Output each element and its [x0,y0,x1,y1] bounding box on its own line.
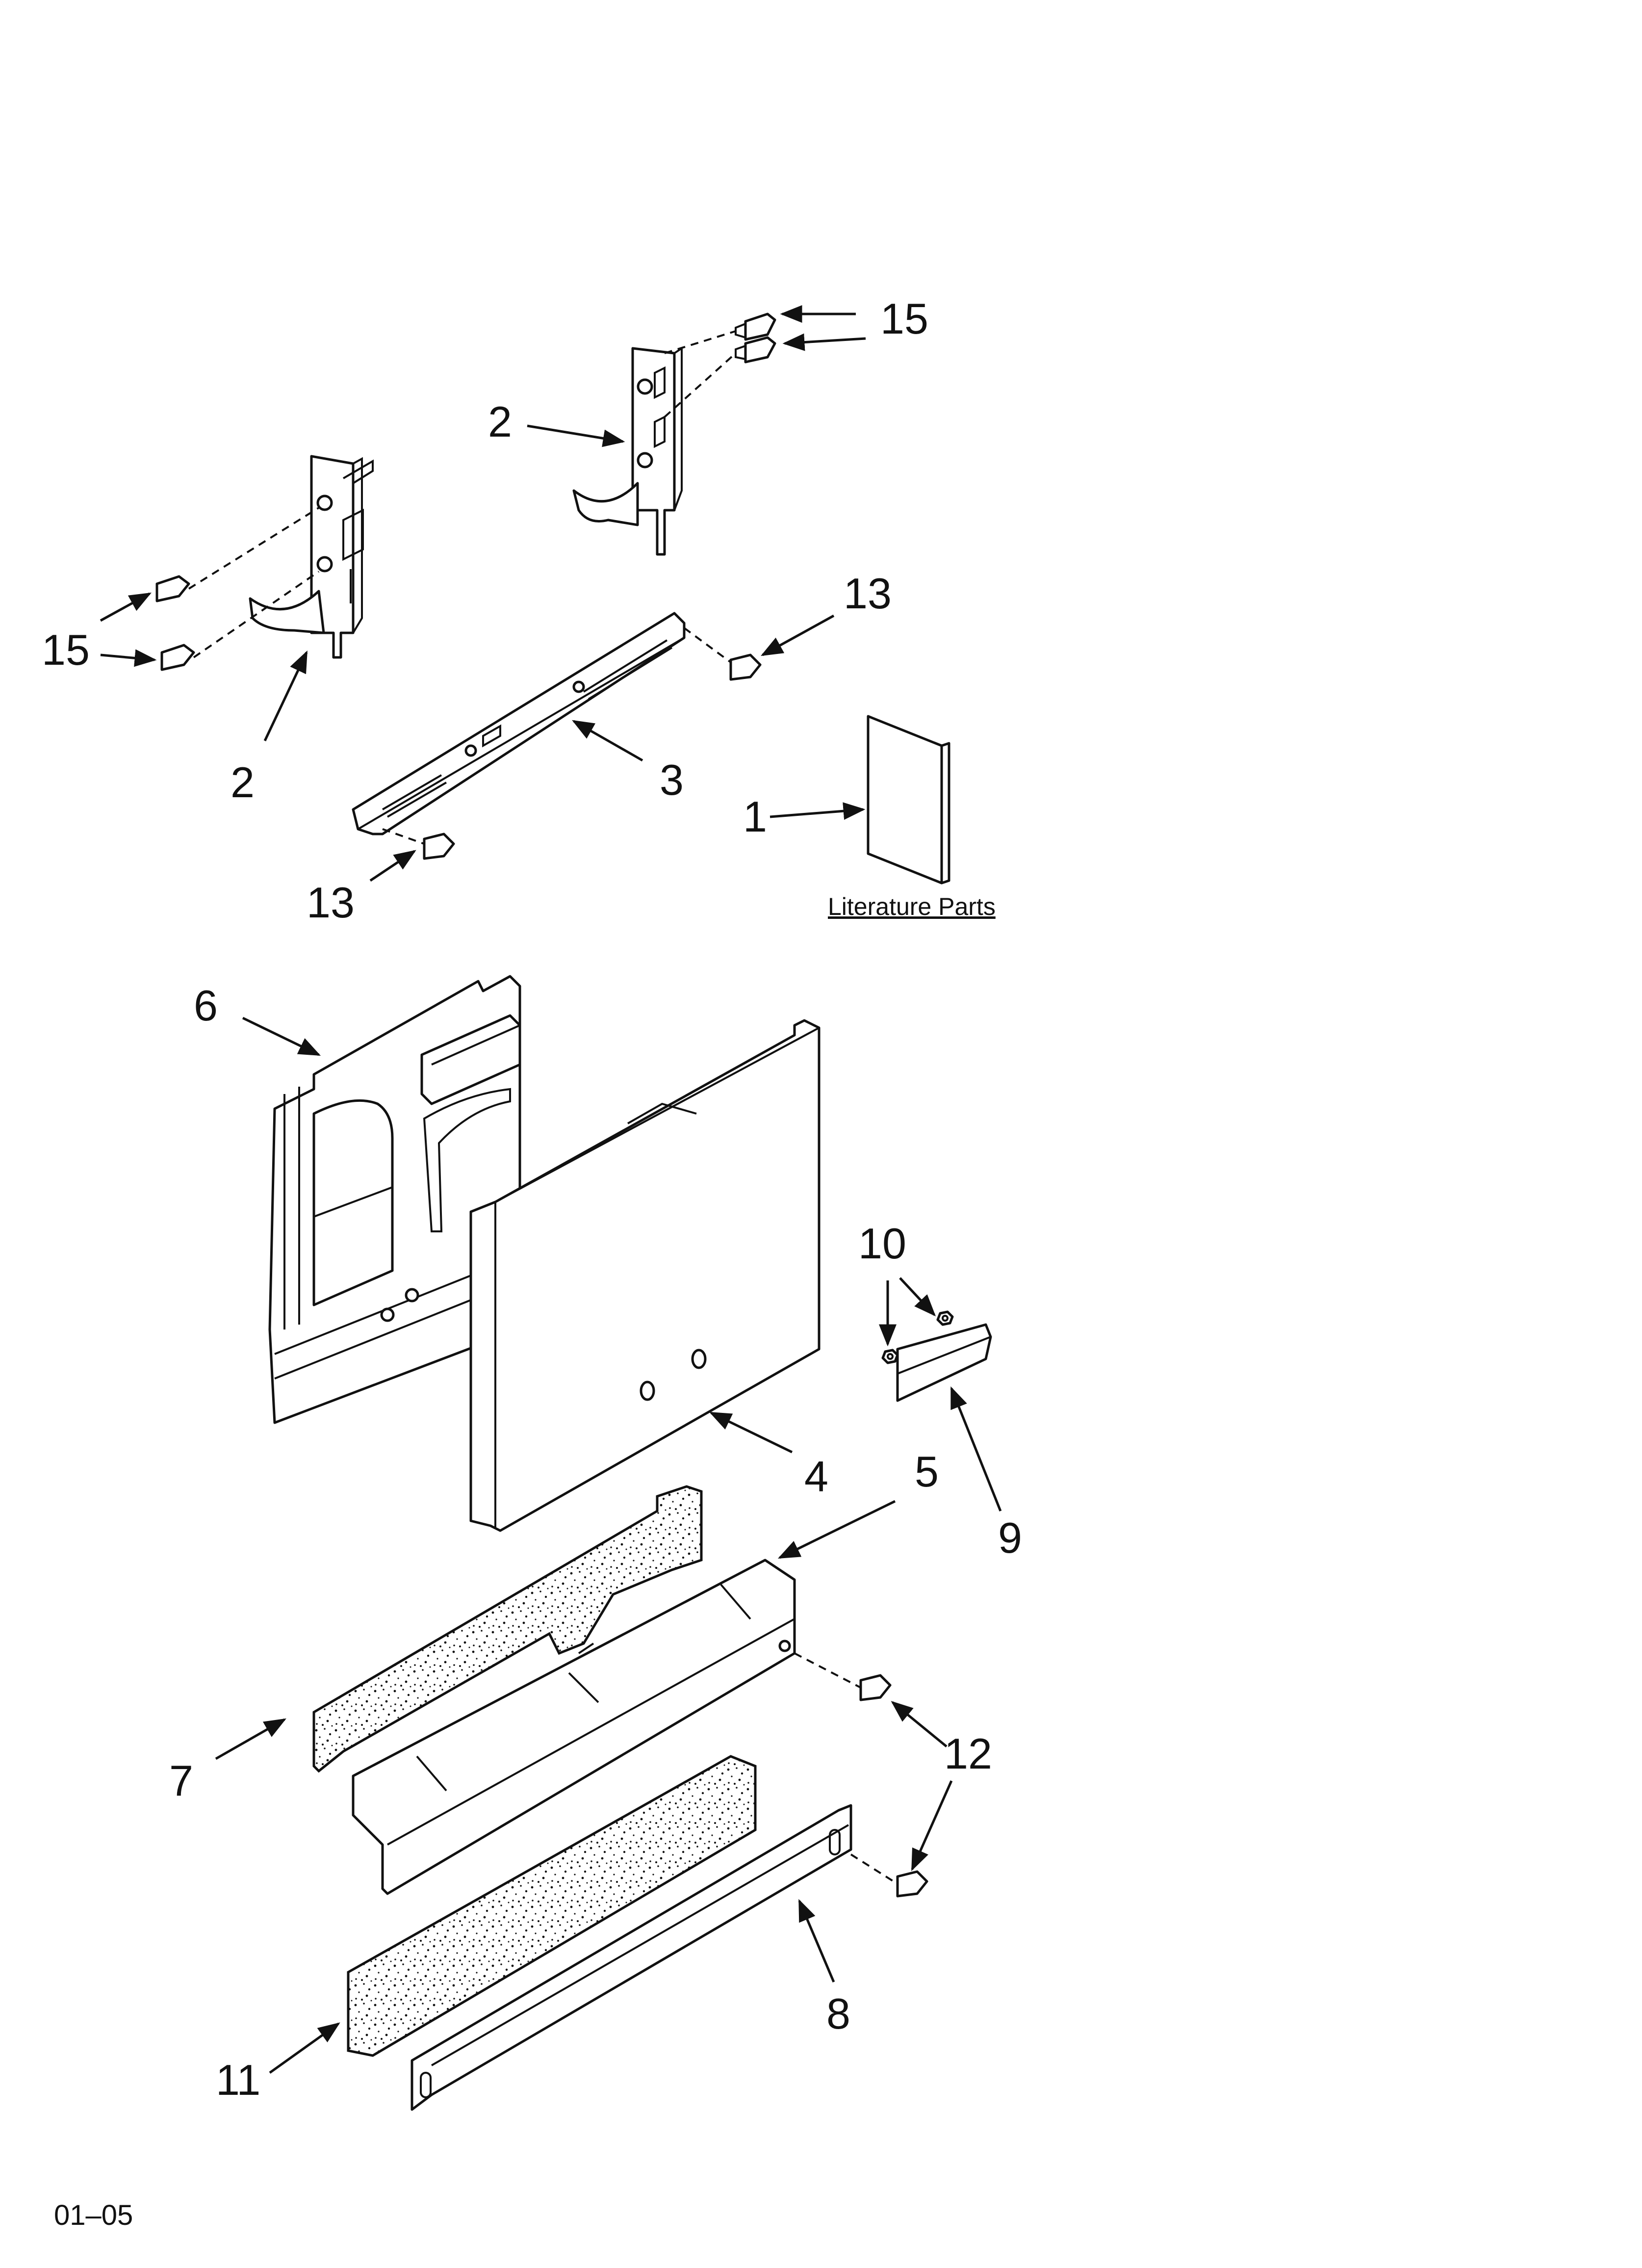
screw-12-lower [850,1853,928,1898]
footer-code: 01–05 [54,2199,133,2231]
door-hinge-bracket-left [249,455,374,659]
screw-group-15-right [664,313,776,418]
screw-13-right [683,627,762,681]
callout-3: 3 [660,756,684,804]
callout-4: 4 [804,1452,828,1501]
callout-13-left: 13 [307,878,355,927]
door-handle-9 [896,1323,992,1402]
callout-1: 1 [743,792,767,841]
callout-9: 9 [998,1513,1022,1562]
literature-booklet-1 [867,715,950,885]
literature-parts-label: Literature Parts [828,893,996,920]
insulation-strip-7 [312,1485,703,1773]
callout-8: 8 [826,1989,850,2038]
screw-13-left [382,828,455,860]
callout-15-left: 15 [42,626,90,674]
callout-5: 5 [915,1447,939,1496]
callout-15-right: 15 [880,294,928,343]
toe-panel-5 [352,1559,796,1895]
callout-12: 12 [944,1729,992,1778]
insulation-strip-11 [347,1755,757,2057]
screw-12-upper [794,1652,892,1701]
leader-lines [100,305,1002,2074]
outer-door-panel-4 [469,1019,821,1532]
inner-door-panel-6 [268,975,521,1424]
callout-6: 6 [194,981,218,1030]
nuts-10 [881,1310,954,1364]
screw-group-15-left [155,507,320,671]
callout-13-right: 13 [844,569,892,618]
door-hinge-bracket-right [572,346,683,556]
callout-10: 10 [858,1219,906,1268]
callout-2-left: 2 [231,758,255,807]
callout-2-right: 2 [488,397,512,446]
callout-11: 11 [216,2056,260,2104]
callout-7: 7 [169,1756,193,1805]
mounting-rail-3 [352,612,686,835]
kick-plate-8 [410,1804,852,2111]
